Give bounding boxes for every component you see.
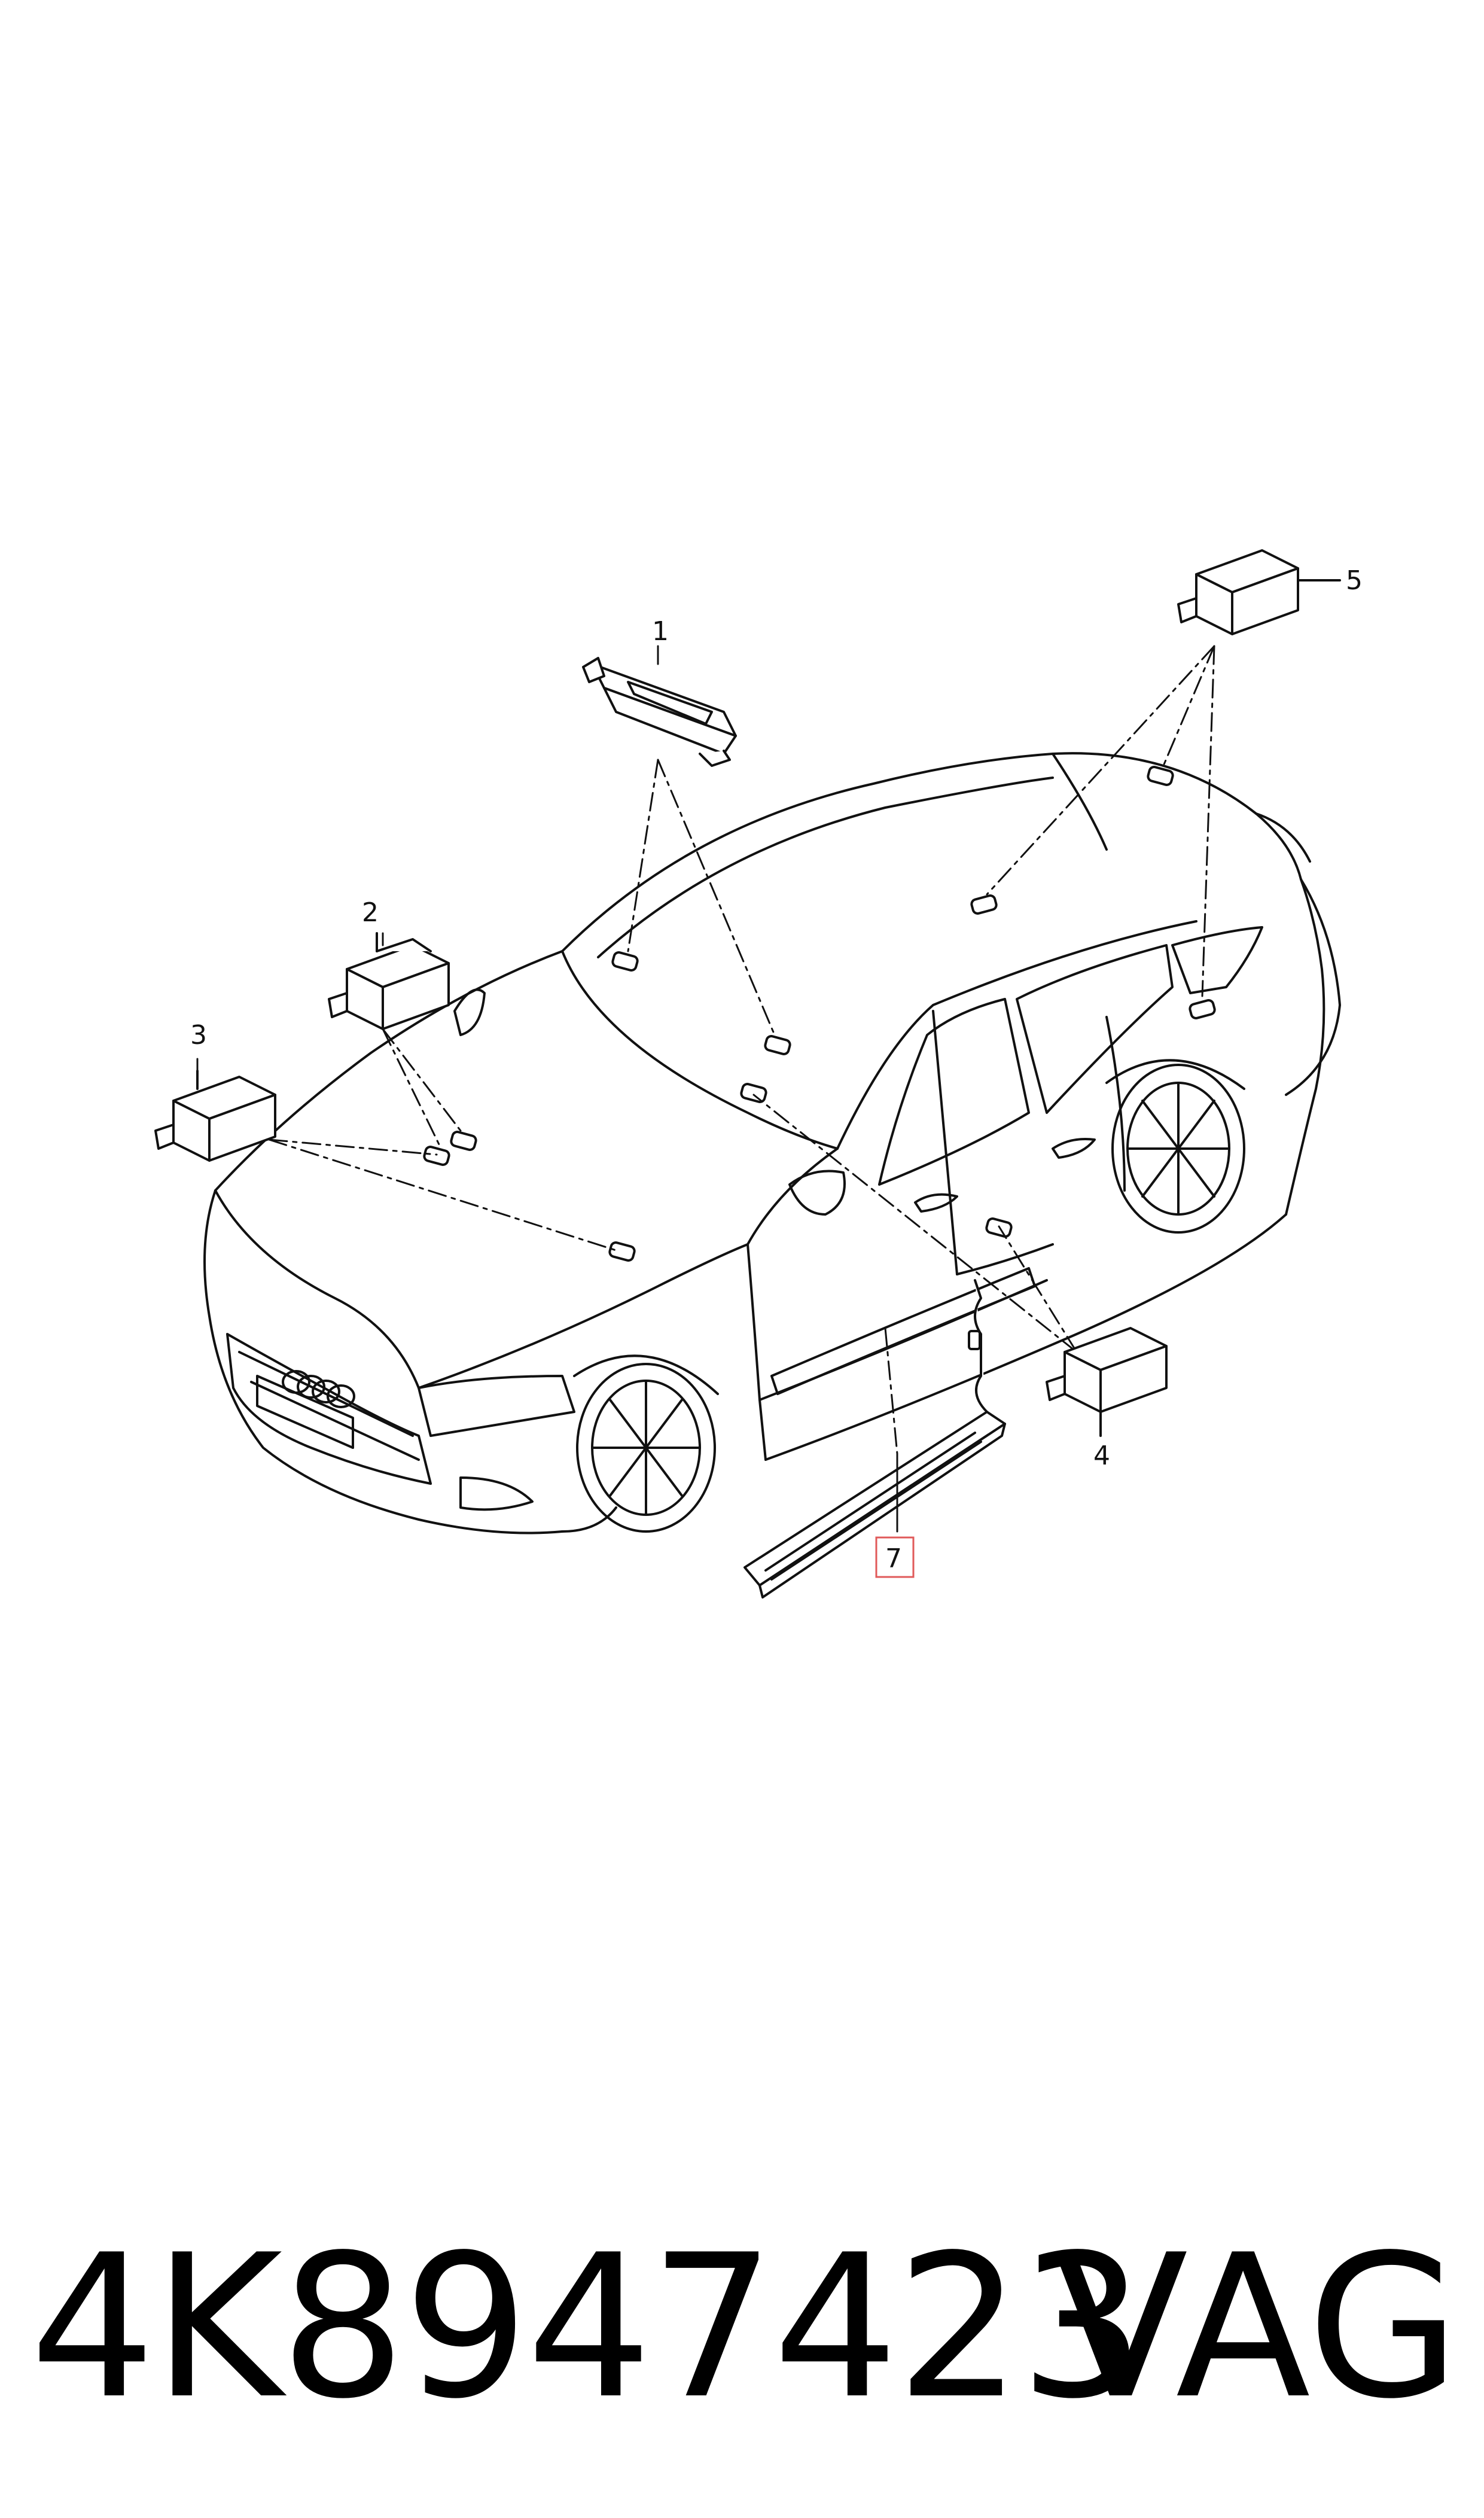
part-5-lamp-housing [1177,549,1341,635]
part-2-lamp-housing [328,932,450,1030]
front-wheel [573,1354,719,1533]
audi-rings-logo [282,1370,355,1408]
footer: 4K8947423 VAG [24,2202,1460,2453]
callout-5: 5 [1346,565,1363,596]
callout-3: 3 [190,1020,207,1051]
callout-2: 2 [362,897,379,928]
callout-lines [196,579,1341,1533]
leader-lines [268,645,1215,1455]
callout-1: 1 [652,616,669,647]
callout-7: 7 [885,1543,902,1574]
callout-7-highlight-box [875,1536,915,1578]
part-7-door-sill-trim [743,1279,1006,1599]
car-outline [203,752,1341,1534]
light-mount-points [423,766,1216,1262]
parts-diagram: 1 2 3 4 5 7 [154,549,1363,1599]
part-number: 4K8947423 [30,2212,1145,2442]
callout-4: 4 [1093,1441,1110,1471]
rear-wheel [1105,1059,1245,1234]
brand-label: VAG [1053,2212,1460,2442]
part-4-lamp-housing [1046,1327,1168,1437]
part-1-light-module [582,657,737,767]
